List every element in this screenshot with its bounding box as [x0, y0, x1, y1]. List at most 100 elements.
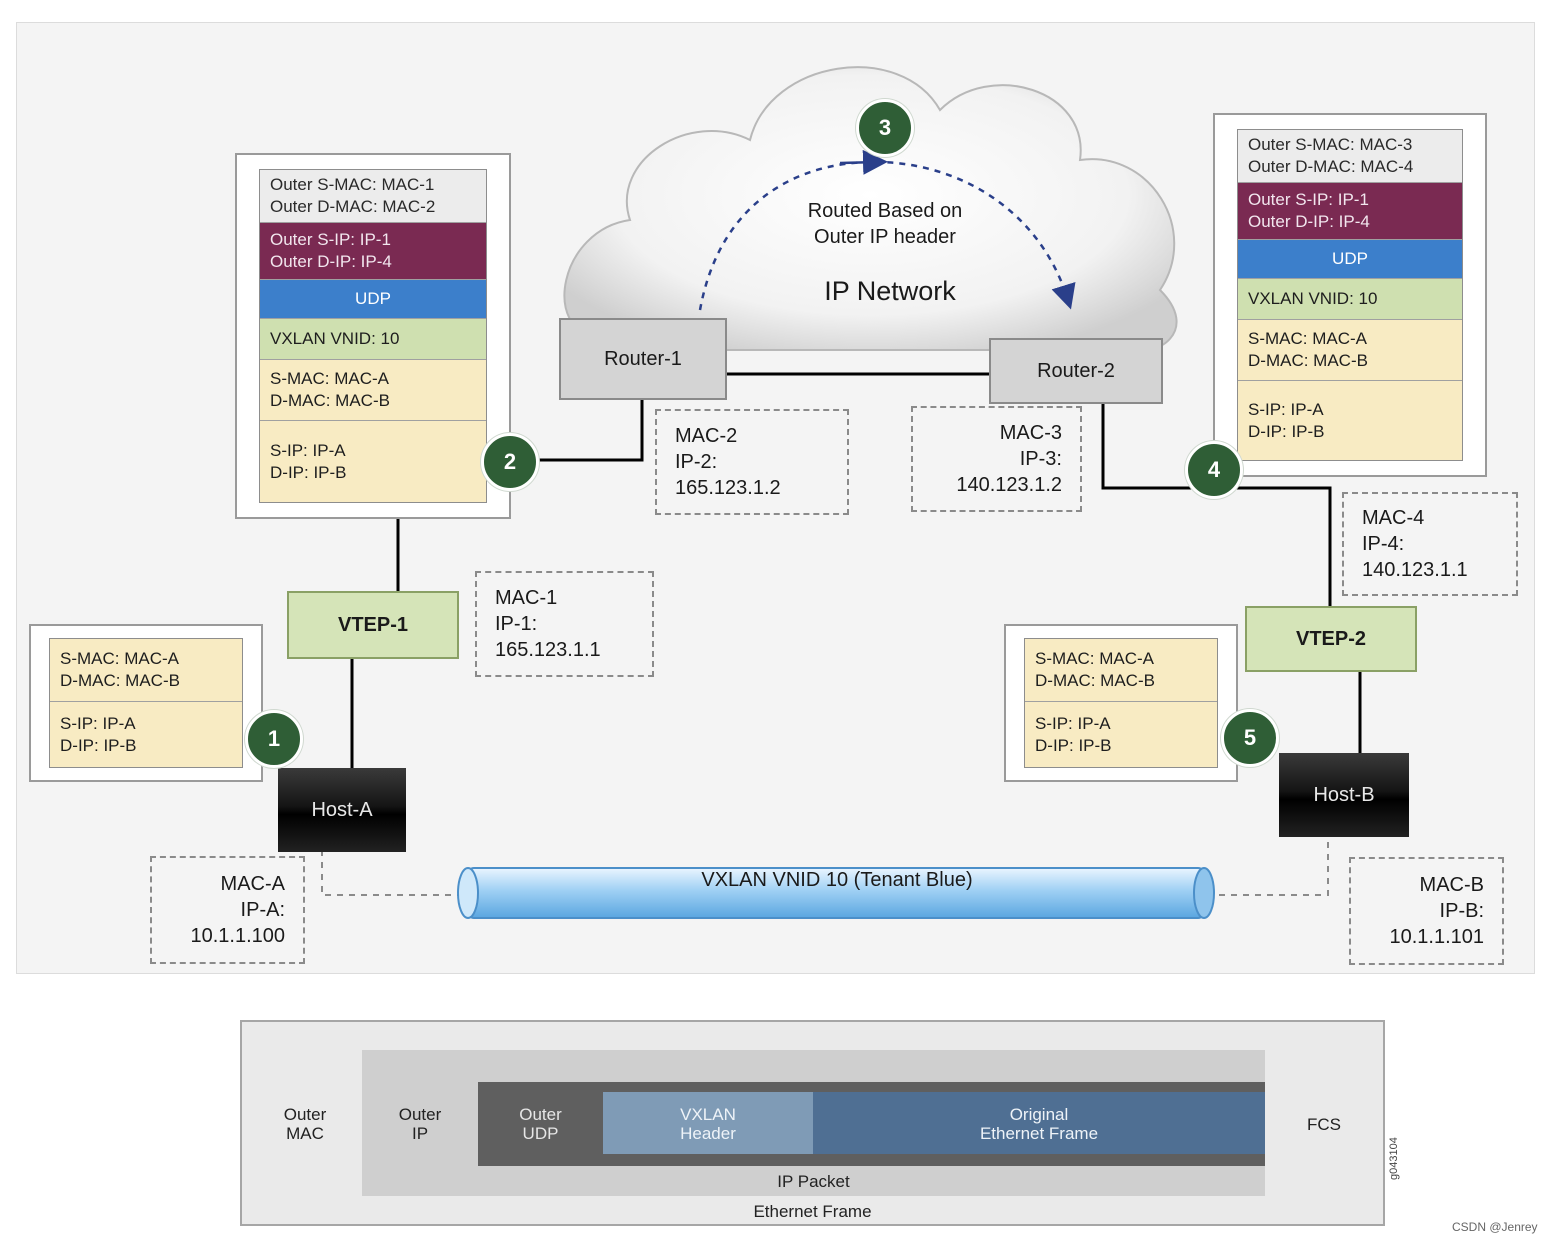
original-frame-host-a: S-MAC: MAC-A D-MAC: MAC-B S-IP: IP-A D-I…: [29, 624, 263, 782]
vtep-1-address: MAC-1 IP-1: 165.123.1.1: [475, 571, 654, 677]
ip-value: 10.1.1.101: [1389, 926, 1484, 948]
ip-network-cloud: [563, 66, 1178, 353]
inner-mac-header: S-MAC: MAC-A D-MAC: MAC-B: [1238, 320, 1462, 381]
outer-mac-header: Outer S-MAC: MAC-3 Outer D-MAC: MAC-4: [1238, 130, 1462, 183]
inner-smac: S-MAC: MAC-A: [1248, 329, 1367, 348]
ip-value: 165.123.1.1: [495, 639, 601, 661]
outer-sip: Outer S-IP: IP-1: [1248, 190, 1369, 209]
outer-mac-line-2: MAC: [286, 1124, 324, 1143]
inner-dip: D-IP: IP-B: [60, 735, 137, 755]
original-frame-block: [813, 1092, 1265, 1154]
cloud-title: IP Network: [824, 276, 956, 306]
vxlan-header: VXLAN VNID: 10: [1238, 279, 1462, 320]
inner-ip-header: S-IP: IP-A D-IP: IP-B: [50, 702, 242, 767]
step-4-badge: 4: [1185, 441, 1243, 499]
outer-dip: Outer D-IP: IP-4: [1248, 212, 1370, 231]
outer-udp-line-2: UDP: [522, 1124, 559, 1143]
tunnel-dashed-lines: [321, 840, 1329, 896]
router-2-address: MAC-3 IP-3: 140.123.1.2: [911, 406, 1082, 512]
mac-label: MAC-4: [1362, 507, 1425, 529]
vtep-2-address: MAC-4 IP-4: 140.123.1.1: [1342, 492, 1518, 596]
inner-dip: D-IP: IP-B: [270, 462, 347, 482]
inner-dmac: D-MAC: MAC-B: [270, 391, 390, 410]
original-frame-host-b: S-MAC: MAC-A D-MAC: MAC-B S-IP: IP-A D-I…: [1004, 624, 1238, 782]
vxlan-header-line-1: VXLAN: [680, 1105, 736, 1124]
vxlan-header-block: [603, 1092, 813, 1154]
vtep-2[interactable]: VTEP-2: [1245, 606, 1417, 672]
ethernet-frame-label: Ethernet Frame: [753, 1201, 872, 1221]
vxlan-header: VXLAN VNID: 10: [260, 319, 486, 360]
cloud-routing-note: Routed Based on Outer IP header: [770, 198, 1000, 250]
inner-mac-header: S-MAC: MAC-A D-MAC: MAC-B: [260, 360, 486, 421]
inner-mac-header: S-MAC: MAC-A D-MAC: MAC-B: [1025, 639, 1217, 702]
step-5-badge: 5: [1221, 709, 1279, 767]
ip-label: IP-B:: [1439, 900, 1484, 922]
inner-mac-header: S-MAC: MAC-A D-MAC: MAC-B: [50, 639, 242, 702]
inner-sip: S-IP: IP-A: [1248, 399, 1324, 419]
tunnel-label: VXLAN VNID 10 (Tenant Blue): [701, 869, 973, 891]
inner-ip-header: S-IP: IP-A D-IP: IP-B: [260, 421, 486, 502]
ip-label: IP-2:: [675, 451, 718, 473]
outer-udp-line-1: Outer: [519, 1105, 562, 1124]
original-frame-line-2: Ethernet Frame: [979, 1124, 1099, 1143]
ip-label: IP-3:: [1019, 448, 1062, 470]
mac-label: MAC-2: [675, 425, 738, 447]
inner-dip: D-IP: IP-B: [1035, 735, 1112, 755]
routing-note-line-1: Routed Based on: [807, 200, 963, 222]
inner-sip: S-IP: IP-A: [270, 440, 346, 460]
host-a-address: MAC-A IP-A: 10.1.1.100: [150, 856, 305, 964]
outer-ip-header: Outer S-IP: IP-1 Outer D-IP: IP-4: [260, 223, 486, 280]
outer-dmac: Outer D-MAC: MAC-2: [270, 197, 436, 216]
ip-label: IP-4:: [1362, 533, 1405, 555]
host-b[interactable]: Host-B: [1279, 753, 1409, 837]
mac-label: MAC-B: [1419, 874, 1484, 896]
routing-arrow-head: [839, 149, 888, 175]
inner-ip-header: S-IP: IP-A D-IP: IP-B: [1025, 702, 1217, 767]
outer-sip: Outer S-IP: IP-1: [270, 230, 391, 249]
router-1[interactable]: Router-1: [559, 318, 727, 400]
inner-dmac: D-MAC: MAC-B: [1035, 671, 1155, 690]
host-b-address: MAC-B IP-B: 10.1.1.101: [1349, 857, 1504, 965]
inner-smac: S-MAC: MAC-A: [60, 649, 179, 668]
outer-mac-line-1: Outer: [283, 1105, 327, 1124]
router-1-address: MAC-2 IP-2: 165.123.1.2: [655, 409, 849, 515]
ip-value: 140.123.1.1: [1362, 559, 1468, 581]
routing-note-line-2: Outer IP header: [814, 226, 956, 248]
ip-packet-label: IP Packet: [777, 1171, 850, 1191]
inner-dmac: D-MAC: MAC-B: [60, 671, 180, 690]
mac-label: MAC-A: [220, 873, 285, 895]
vxlan-header-line-2: Header: [680, 1124, 736, 1143]
ip-value: 165.123.1.2: [675, 477, 781, 499]
inner-ip-header: S-IP: IP-A D-IP: IP-B: [1238, 381, 1462, 460]
ip-label: IP-A:: [240, 899, 285, 921]
inner-smac: S-MAC: MAC-A: [270, 369, 389, 388]
inner-sip: S-IP: IP-A: [1035, 713, 1111, 733]
step-3-badge: 3: [856, 99, 914, 157]
mac-label: MAC-1: [495, 587, 558, 609]
ip-value: 140.123.1.2: [956, 474, 1062, 496]
encapsulated-frame-right: Outer S-MAC: MAC-3 Outer D-MAC: MAC-4 Ou…: [1213, 113, 1487, 477]
outer-smac: Outer S-MAC: MAC-3: [1248, 135, 1413, 154]
vtep-1[interactable]: VTEP-1: [287, 591, 459, 659]
outer-smac: Outer S-MAC: MAC-1: [270, 175, 435, 194]
ip-label: IP-1:: [495, 613, 538, 635]
udp-header: UDP: [260, 280, 486, 319]
outer-ip-line-1: Outer: [398, 1105, 442, 1124]
outer-mac-header: Outer S-MAC: MAC-1 Outer D-MAC: MAC-2: [260, 170, 486, 223]
inner-smac: S-MAC: MAC-A: [1035, 649, 1154, 668]
outer-dip: Outer D-IP: IP-4: [270, 252, 392, 271]
fcs-label: FCS: [1307, 1114, 1341, 1134]
inner-dmac: D-MAC: MAC-B: [1248, 351, 1368, 370]
outer-ip-header: Outer S-IP: IP-1 Outer D-IP: IP-4: [1238, 183, 1462, 240]
step-2-badge: 2: [481, 433, 539, 491]
router-2[interactable]: Router-2: [989, 338, 1163, 404]
vxlan-tunnel-tube: [457, 867, 1215, 919]
host-a[interactable]: Host-A: [278, 768, 406, 852]
figure-id: g043104: [1388, 1137, 1400, 1180]
udp-header: UDP: [1238, 240, 1462, 279]
